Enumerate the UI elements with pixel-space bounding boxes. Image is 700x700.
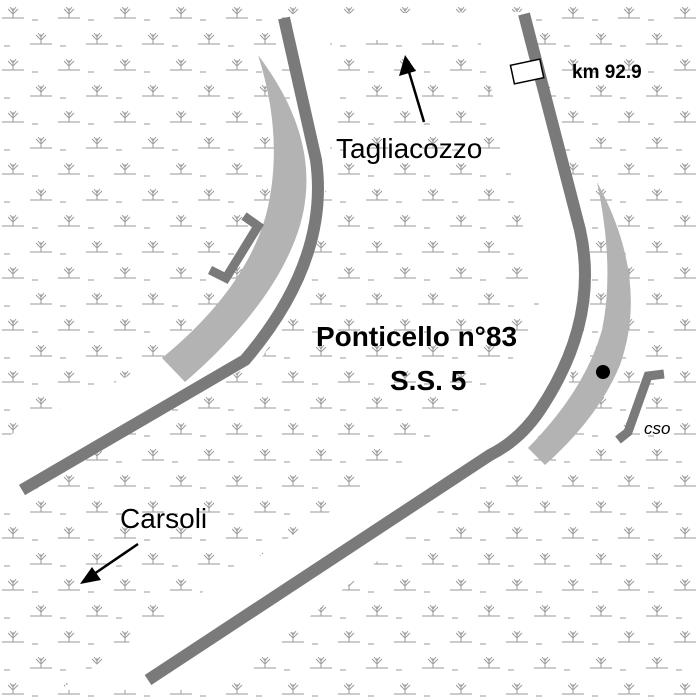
- south-destination-label: Carsoli: [120, 503, 207, 534]
- milestone-marker-icon: [509, 58, 545, 85]
- site-name-label: Ponticello n°83: [316, 321, 517, 352]
- cso-label: cso: [644, 419, 670, 438]
- right-road: [144, 12, 591, 686]
- arrow-icon: [399, 55, 426, 123]
- km-marker-label: km 92.9: [572, 62, 642, 83]
- point-marker-icon: [596, 365, 610, 379]
- right-embankment: [528, 182, 631, 465]
- left-embankment: [162, 55, 307, 382]
- cso-bracket: [615, 369, 665, 444]
- left-bracket: [207, 212, 265, 284]
- north-destination-label: Tagliacozzo: [336, 133, 482, 164]
- left-road: [18, 16, 324, 496]
- arrow-icon: [80, 542, 139, 584]
- road-name-label: S.S. 5: [390, 365, 466, 396]
